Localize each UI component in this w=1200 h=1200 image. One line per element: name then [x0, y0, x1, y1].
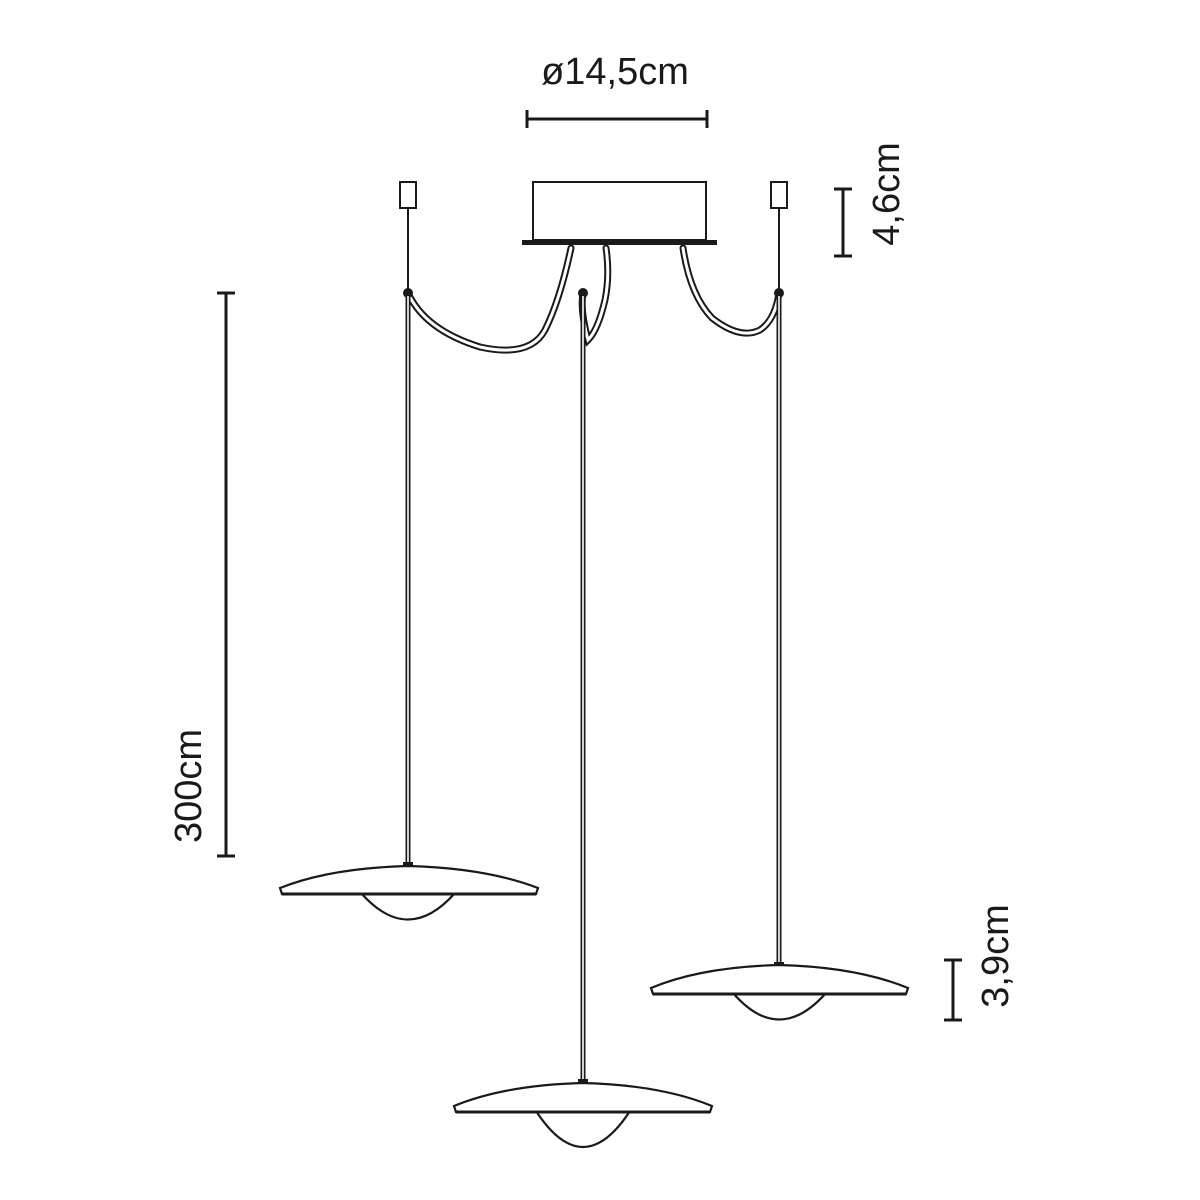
shade-height-dimension: 3,9cm — [944, 904, 1017, 1022]
pendant-right — [649, 288, 910, 1021]
ceiling-hook-right — [770, 181, 788, 290]
ceiling-canopy — [522, 181, 717, 245]
cable-length-label: 300cm — [168, 729, 210, 843]
pendant-left — [278, 288, 540, 921]
canopy-height-dimension: 4,6cm — [834, 142, 908, 258]
canopy-diameter-label: ø14,5cm — [541, 51, 689, 93]
power-cables — [404, 244, 783, 354]
ceiling-hook-left — [399, 181, 417, 290]
pendant-center — [452, 288, 714, 1148]
canopy-height-label: 4,6cm — [866, 142, 908, 245]
canopy-diameter-dimension: ø14,5cm — [525, 51, 709, 128]
cable-length-dimension: 300cm — [168, 291, 235, 858]
shade-height-label: 3,9cm — [975, 904, 1017, 1007]
